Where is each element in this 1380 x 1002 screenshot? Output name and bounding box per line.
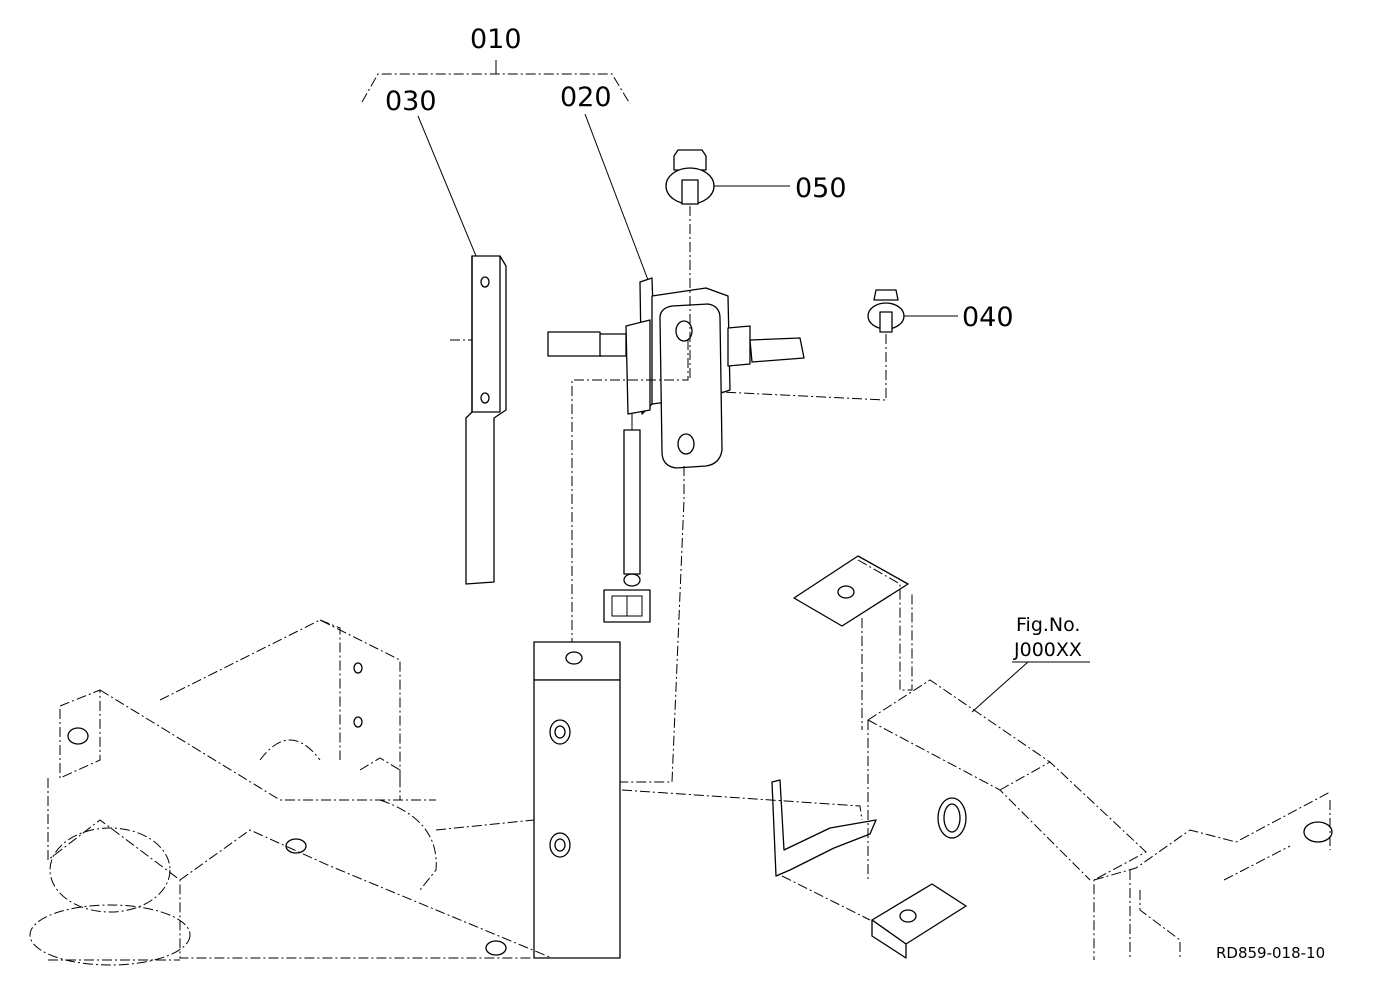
callout-050: 050 xyxy=(795,173,847,204)
vertical-post xyxy=(533,641,621,959)
part-040-bolt xyxy=(719,289,905,401)
part-050-bolt xyxy=(665,149,715,380)
callout-010: 010 xyxy=(470,24,522,55)
callout-020: 020 xyxy=(560,82,612,113)
callout-040: 040 xyxy=(962,302,1014,333)
figure-reference: Fig.No. J000XX xyxy=(1012,614,1090,663)
callout-030: 030 xyxy=(385,86,437,117)
leader-lines xyxy=(417,113,1029,713)
figure-reference-label: Fig.No. xyxy=(1016,614,1080,636)
part-020-fuel-pump xyxy=(547,277,805,623)
figure-reference-number: J000XX xyxy=(1013,639,1082,661)
frame-left xyxy=(29,619,553,966)
frame-right xyxy=(621,555,1333,960)
group-bracket-010 xyxy=(361,60,631,105)
part-030-bracket-plate xyxy=(450,255,507,585)
drawing-code: RD859-018-10 xyxy=(1216,944,1325,962)
